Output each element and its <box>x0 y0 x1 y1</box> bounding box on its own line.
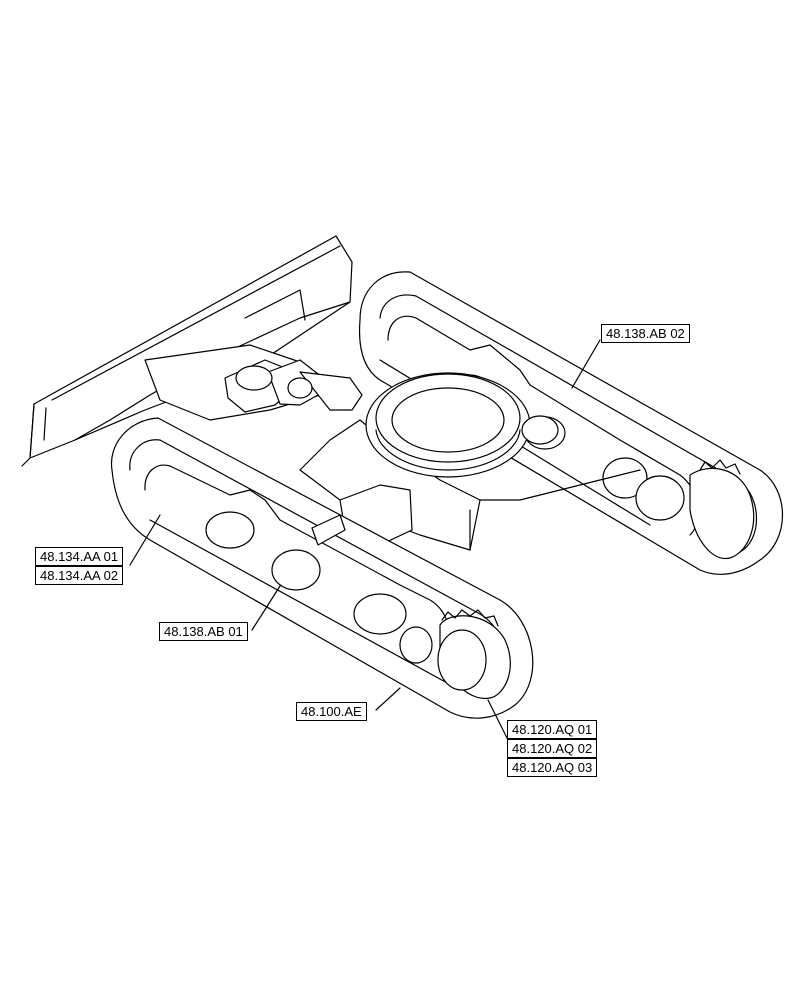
callout-48-138-ab-01[interactable]: 48.138.AB 01 <box>159 622 248 641</box>
callout-48-134-aa-01[interactable]: 48.134.AA 01 <box>35 547 124 566</box>
callout-48-120-aq-01[interactable]: 48.120.AQ 01 <box>507 720 598 739</box>
callout-48-134-aa-02[interactable]: 48.134.AA 02 <box>35 566 124 585</box>
callout-48-100-ae[interactable]: 48.100.AE <box>296 702 367 721</box>
leader-48-138-ab-01 <box>251 585 281 631</box>
leader-48-120-aq <box>487 699 509 741</box>
blade-cylinders <box>144 344 363 421</box>
callout-48-120-aq-03[interactable]: 48.120.AQ 03 <box>507 758 598 777</box>
center-frame <box>299 372 641 551</box>
leader-48-134-aa <box>129 514 161 566</box>
left-track <box>110 417 534 719</box>
leader-48-138-ab-02 <box>571 339 601 389</box>
dozer-blade <box>21 235 353 467</box>
leader-lines <box>129 339 601 741</box>
leader-48-100-ae <box>375 687 401 711</box>
callout-48-138-ab-02[interactable]: 48.138.AB 02 <box>601 324 690 343</box>
callout-48-120-aq-02[interactable]: 48.120.AQ 02 <box>507 739 598 758</box>
